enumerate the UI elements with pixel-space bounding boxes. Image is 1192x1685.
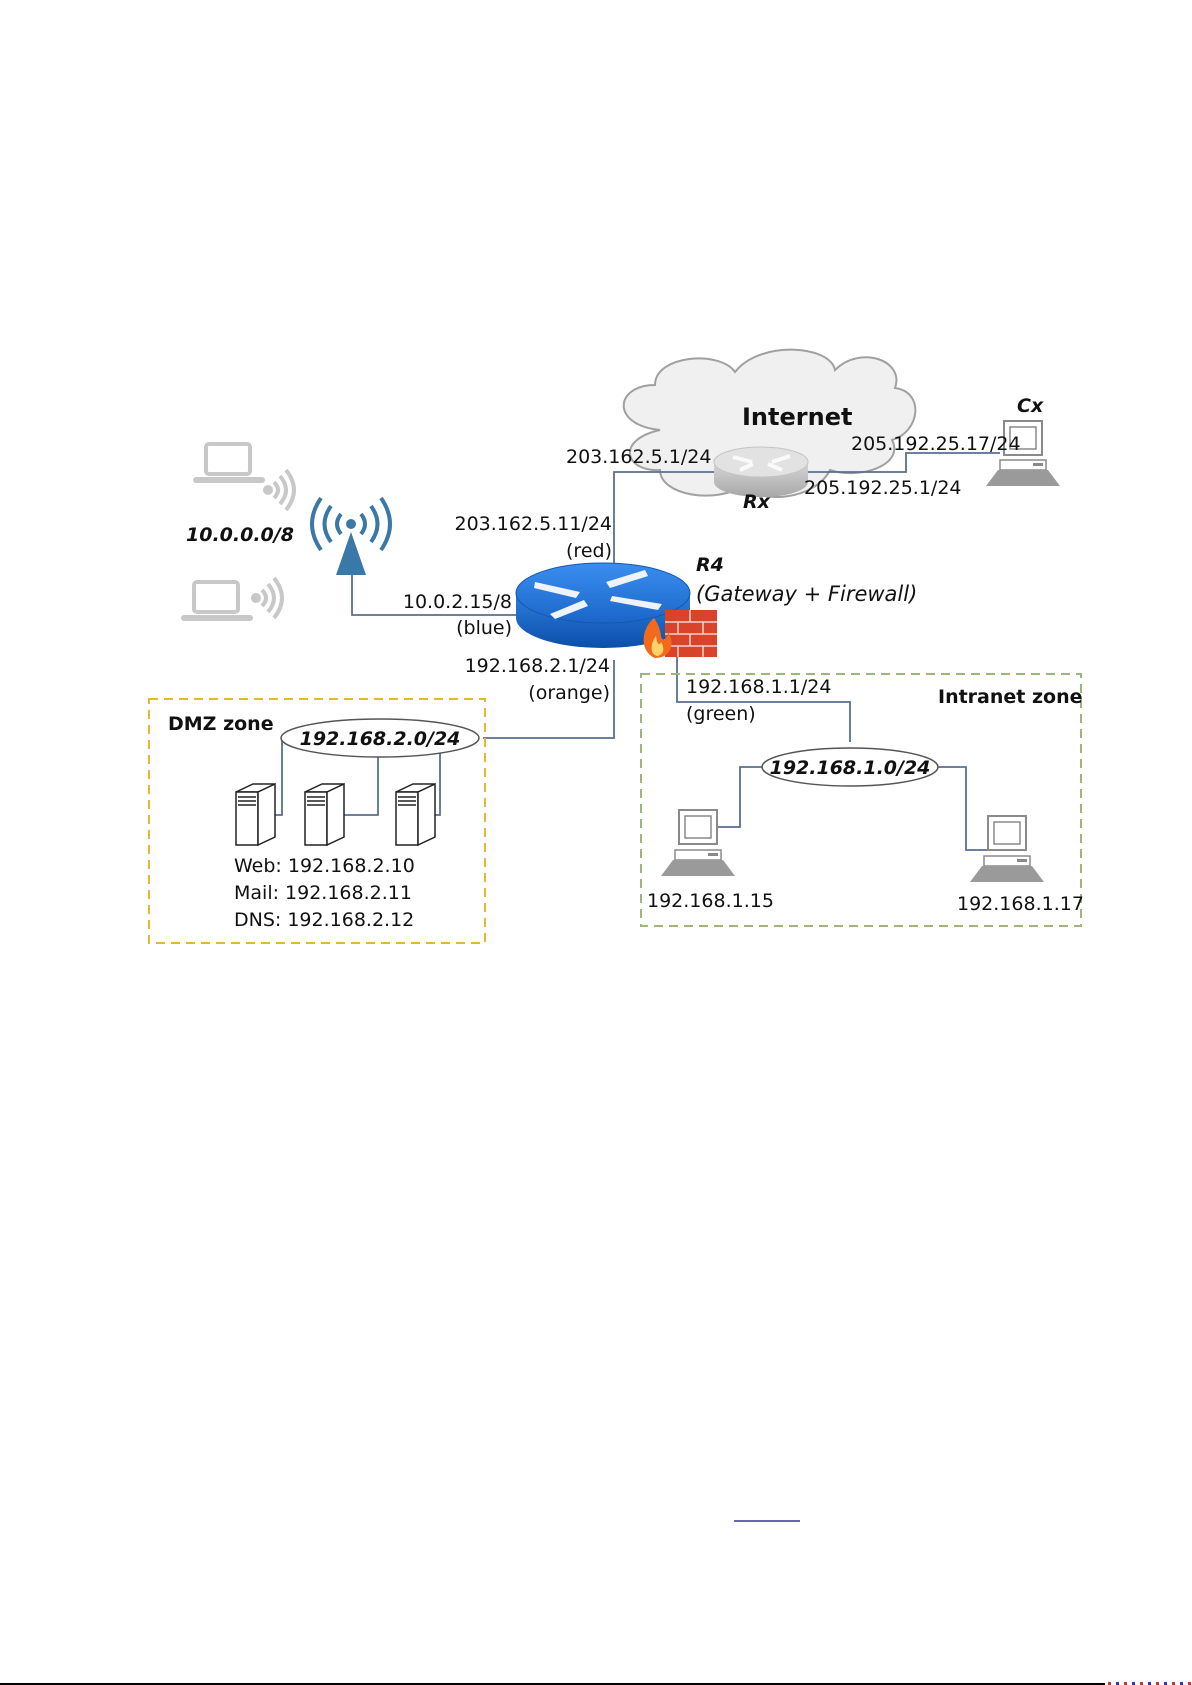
laptop-icon — [193, 442, 296, 512]
wireless-subnet-label: 10.0.0.0/8 — [186, 524, 294, 546]
page-bottom-rule — [0, 1683, 1105, 1685]
hyperlink-underline[interactable] — [734, 1520, 800, 1522]
rx-left-interface: 203.162.5.1/24 — [566, 446, 711, 468]
r4-router-icon — [515, 562, 691, 648]
rx-router-icon — [713, 446, 809, 497]
server-icon — [304, 782, 345, 847]
internet-label: Internet — [742, 403, 852, 431]
server-icon — [395, 782, 436, 847]
dmz-server-dns: DNS: 192.168.2.12 — [234, 909, 414, 931]
intranet-zone-title: Intranet zone — [938, 686, 1083, 708]
r4-red-tag: (red) — [566, 540, 612, 562]
cx-label: Cx — [1017, 395, 1044, 417]
rx-right-interface: 205.192.25.1/24 — [804, 477, 962, 499]
cx-computer-icon — [986, 420, 1060, 486]
wires — [272, 452, 1000, 851]
r4-orange-tag: (orange) — [528, 682, 610, 704]
r4-blue-interface: 10.0.2.15/8 — [403, 591, 512, 613]
dmz-server-mail: Mail: 192.168.2.11 — [234, 882, 412, 904]
page-bottom-artifact — [1108, 1682, 1192, 1685]
r4-green-interface: 192.168.1.1/24 — [686, 676, 831, 698]
internet-cloud-icon — [622, 348, 917, 498]
r4-role-label: (Gateway + Firewall) — [696, 582, 917, 606]
fire-icon — [643, 618, 672, 658]
server-icon — [235, 782, 276, 847]
intranet-subnet-label: 192.168.1.0/24 — [770, 757, 931, 779]
firewall-icon — [665, 610, 717, 657]
access-point-icon — [310, 496, 392, 575]
r4-blue-tag: (blue) — [456, 617, 512, 639]
r4-red-interface: 203.162.5.11/24 — [455, 513, 613, 535]
dmz-subnet-ellipse — [280, 718, 480, 758]
r4-label: R4 — [696, 554, 724, 576]
dmz-zone-title: DMZ zone — [168, 713, 274, 735]
laptop-icon — [181, 576, 284, 621]
dmz-server-web: Web: 192.168.2.10 — [234, 855, 415, 877]
r4-orange-interface: 192.168.2.1/24 — [465, 655, 610, 677]
intranet-host-ip: 192.168.1.15 — [647, 890, 774, 912]
intranet-subnet-ellipse — [761, 747, 939, 787]
desktop-computer-icon — [661, 809, 735, 876]
desktop-computer-icon — [970, 815, 1044, 882]
cx-ip: 205.192.25.17/24 — [851, 433, 1021, 455]
dmz-subnet-label: 192.168.2.0/24 — [300, 728, 461, 750]
rx-label: Rx — [743, 491, 771, 513]
intranet-host-ip: 192.168.1.17 — [957, 893, 1084, 915]
dmz-zone-box — [148, 698, 486, 944]
r4-green-tag: (green) — [686, 703, 756, 725]
